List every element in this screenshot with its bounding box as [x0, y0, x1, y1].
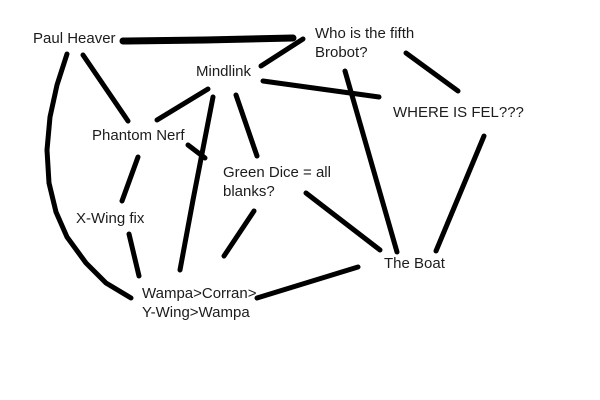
node-label-paul-heaver: Paul Heaver	[33, 30, 116, 47]
edge-paul-heaver-wampa-corran	[44, 51, 134, 301]
edge-paul-heaver-fifth-brobot	[119, 34, 297, 45]
node-label-green-dice: Green Dice = all blanks?	[223, 164, 331, 200]
edge-mindlink-where-is-fel	[260, 78, 382, 100]
node-label-x-wing-fix: X-Wing fix	[76, 210, 145, 227]
edge-where-is-fel-the-boat	[433, 133, 487, 254]
edge-fifth-brobot-the-boat	[342, 68, 400, 255]
node-label-mindlink: Mindlink	[196, 63, 252, 80]
node-label-where-is-fel: WHERE IS FEL???	[393, 104, 524, 121]
edge-wampa-corran-green-dice	[221, 208, 257, 259]
edge-mindlink-fifth-brobot	[258, 36, 306, 69]
node-label-phantom-nerf: Phantom Nerf	[92, 127, 185, 144]
edge-wampa-corran-the-boat	[254, 264, 361, 301]
node-label-wampa-corran: Wampa>Corran> Y-Wing>Wampa	[142, 285, 257, 321]
edge-paul-heaver-phantom-nerf	[80, 52, 131, 124]
edge-phantom-nerf-x-wing-fix	[119, 154, 141, 204]
edge-mindlink-wampa-corran	[177, 94, 216, 273]
edge-fifth-brobot-where-is-fel	[403, 50, 461, 94]
edge-mindlink-green-dice	[233, 92, 260, 159]
node-label-fifth-brobot: Who is the fifth Brobot?	[315, 25, 415, 61]
node-label-the-boat: The Boat	[384, 255, 445, 272]
edge-mindlink-phantom-nerf	[154, 86, 211, 123]
edge-green-dice-the-boat	[303, 190, 383, 253]
cross-tick-mark	[185, 142, 208, 161]
edge-x-wing-fix-wampa-corran	[126, 231, 142, 279]
